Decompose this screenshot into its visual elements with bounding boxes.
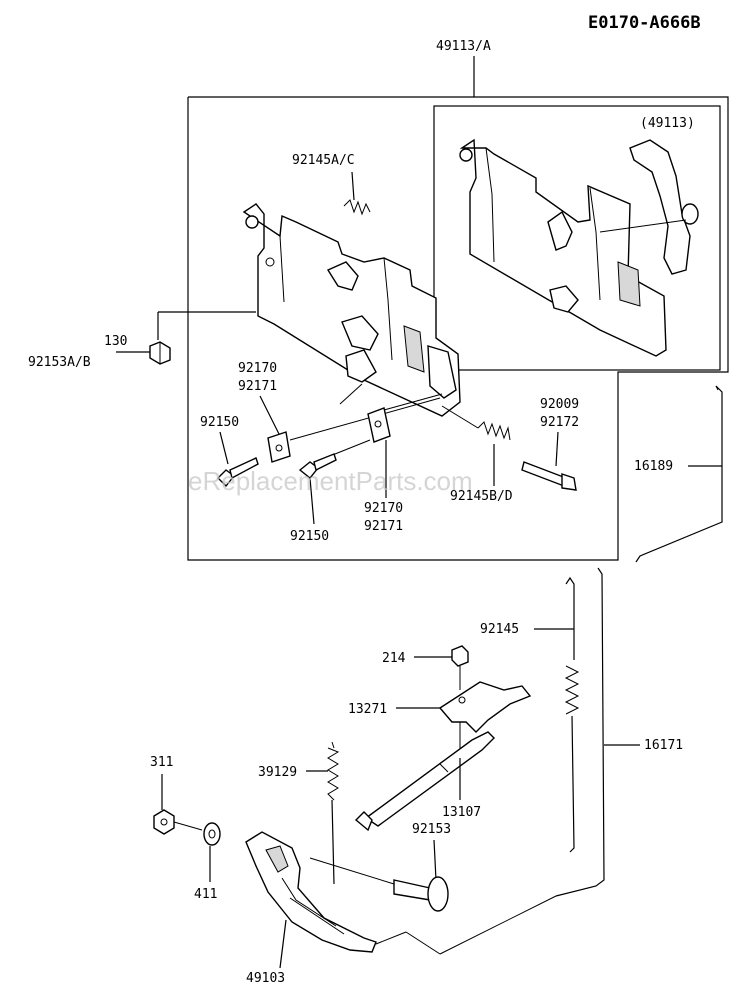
label-92145ac: 92145A/C xyxy=(292,153,355,168)
bolt-92009 xyxy=(521,461,577,491)
leader-92150-b xyxy=(309,477,315,525)
washer-411 xyxy=(203,822,221,846)
label-16171: 16171 xyxy=(644,738,683,753)
bolt-130 xyxy=(149,341,171,365)
spring-92145ac xyxy=(343,171,371,216)
inset-governor-plate xyxy=(459,138,699,357)
label-92009: 92009 xyxy=(540,397,579,412)
lever-13271 xyxy=(438,681,532,760)
label-16189: 16189 xyxy=(634,459,673,474)
screw-92150-bottom xyxy=(298,453,337,479)
lever-arm-49103 xyxy=(245,831,557,955)
bracket-92170-right xyxy=(329,393,443,457)
label-92172: 92172 xyxy=(540,415,579,430)
label-92153ab: 92153A/B xyxy=(28,355,91,370)
label-92150-a: 92150 xyxy=(200,415,239,430)
governor-plate xyxy=(242,203,461,417)
label-92170-a: 92170 xyxy=(238,361,277,376)
leader-92009 xyxy=(555,431,559,467)
inset-box xyxy=(433,105,721,371)
label-92150-b: 92150 xyxy=(290,529,329,544)
bolt-92153 xyxy=(309,857,449,912)
leader-92170-a xyxy=(259,395,281,437)
label-411: 411 xyxy=(194,887,217,902)
shaft-13107 xyxy=(354,731,495,832)
label-49103: 49103 xyxy=(246,971,285,986)
label-92145: 92145 xyxy=(480,622,519,637)
label-92171-a: 92171 xyxy=(238,379,277,394)
label-92153: 92153 xyxy=(412,822,451,837)
nut-311 xyxy=(153,809,203,835)
leader-92153 xyxy=(433,839,437,881)
label-13107: 13107 xyxy=(442,805,481,820)
label-49113-a: 49113/A xyxy=(436,39,491,54)
label-92145bd: 92145B/D xyxy=(450,489,513,504)
bracket-92170-left xyxy=(267,397,441,463)
rod-16189 xyxy=(635,385,723,563)
label-92170-b: 92170 xyxy=(364,501,403,516)
rod-16171 xyxy=(555,567,605,897)
spring-92145 xyxy=(564,576,580,853)
assembly-box xyxy=(187,96,729,561)
label-92171-b: 92171 xyxy=(364,519,403,534)
diagram-code: E0170-A666B xyxy=(588,13,701,33)
label-13271: 13271 xyxy=(348,702,387,717)
spring-92145bd xyxy=(441,405,511,441)
label-311: 311 xyxy=(150,755,173,770)
label-214: 214 xyxy=(382,651,406,666)
screw-92150-left xyxy=(217,457,259,488)
label-39129: 39129 xyxy=(258,765,297,780)
label-130: 130 xyxy=(104,334,127,349)
watermark: eReplacementParts.com xyxy=(188,466,473,496)
leader-49103 xyxy=(279,919,287,969)
label-inset-49113: (49113) xyxy=(640,116,695,131)
leader-92150-a xyxy=(219,431,229,465)
spring-39129 xyxy=(327,741,340,885)
screw-214 xyxy=(451,645,469,690)
